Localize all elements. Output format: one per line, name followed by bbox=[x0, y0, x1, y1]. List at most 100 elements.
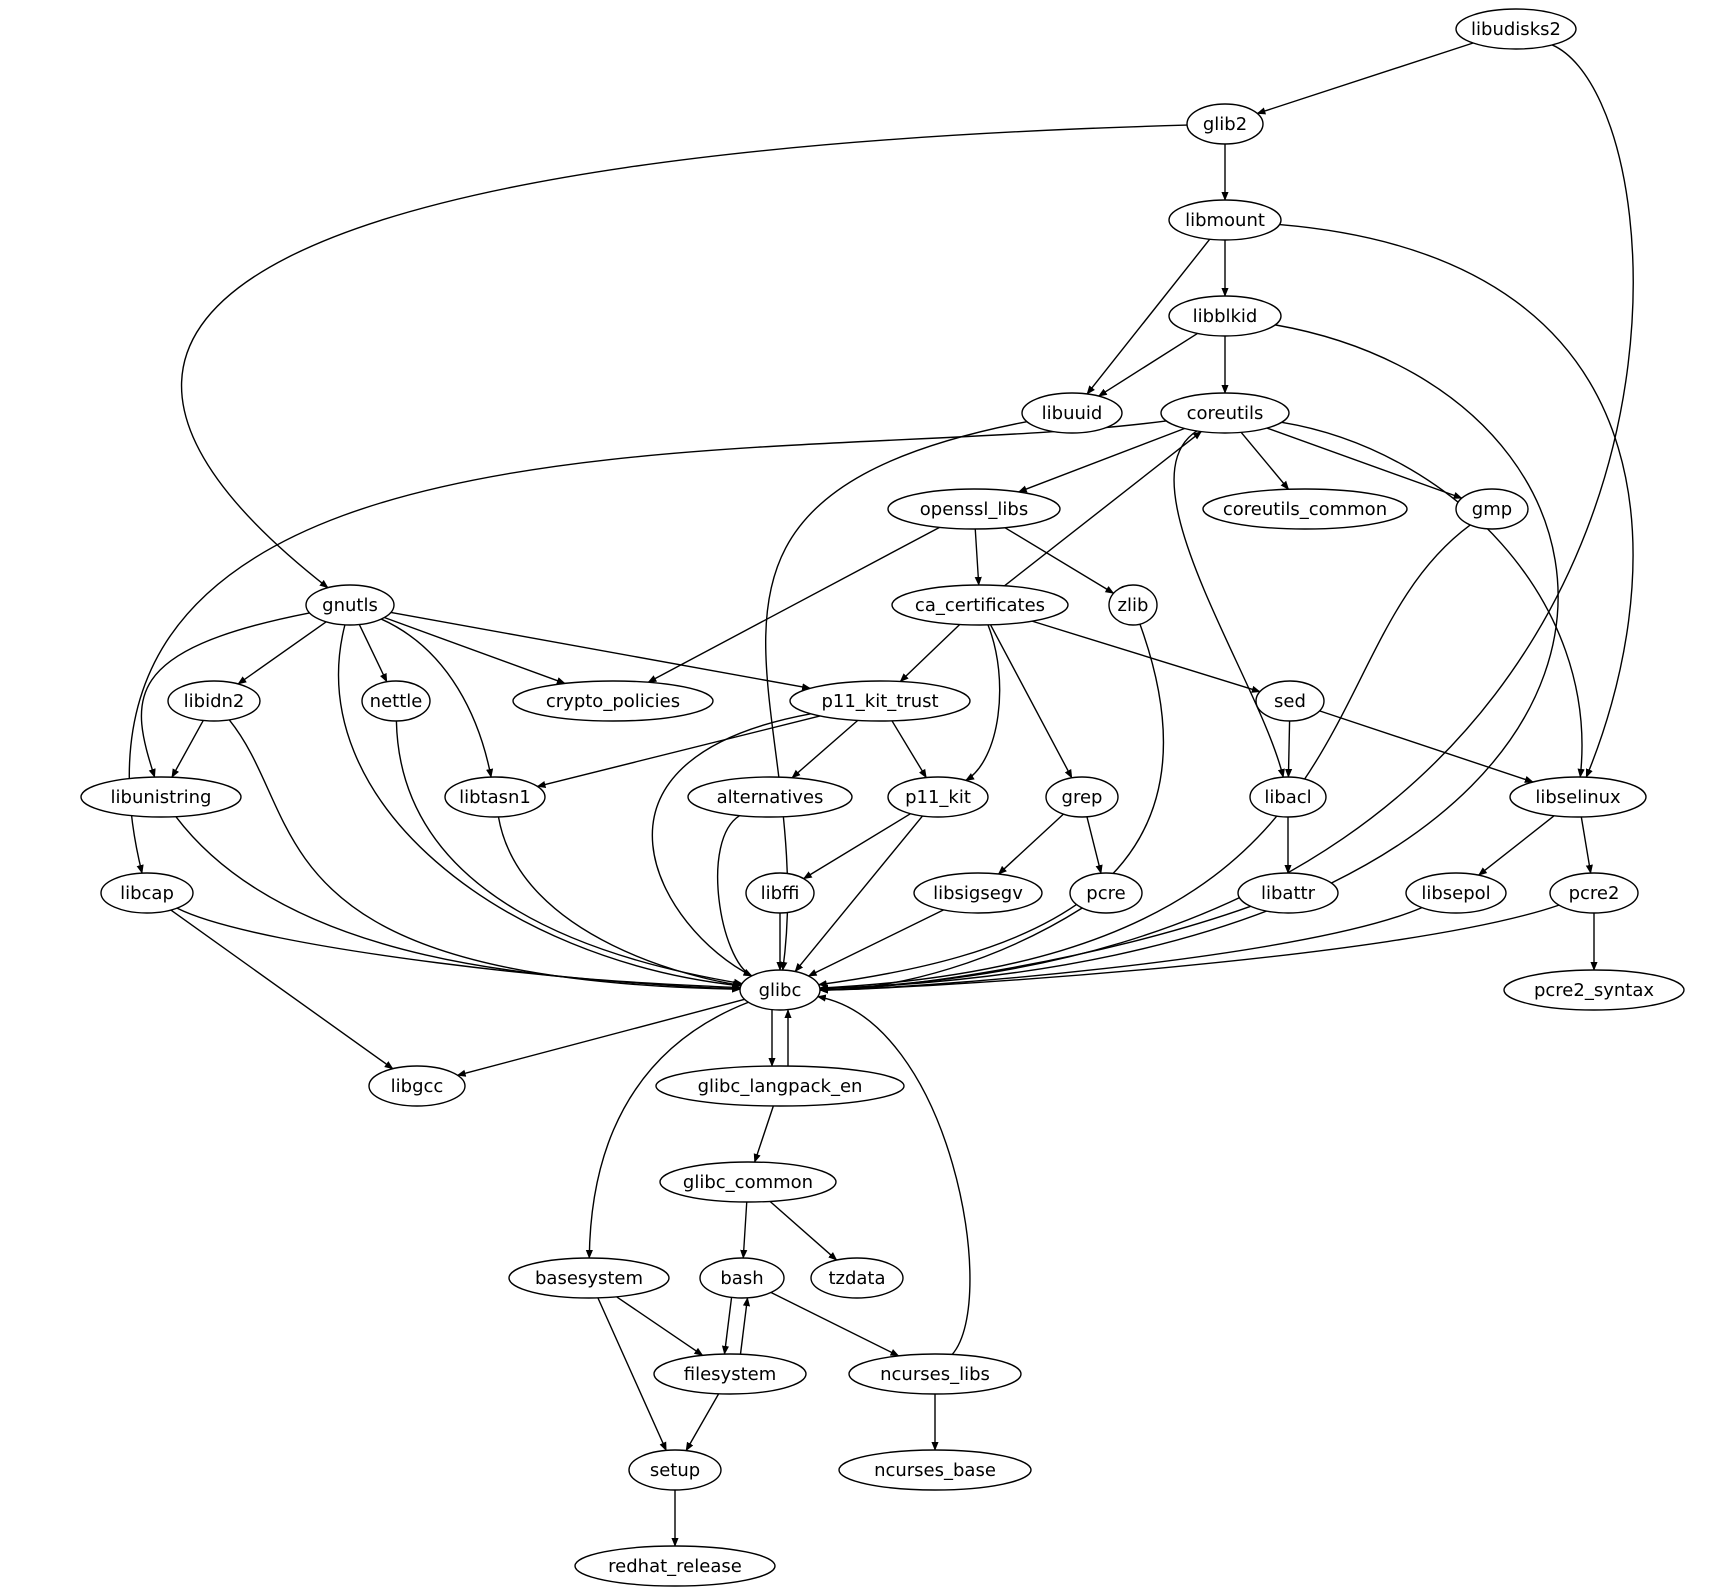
edge-p11_kit_trust-to-alternatives bbox=[791, 719, 859, 779]
edge-libidn2-to-glibc bbox=[228, 719, 741, 993]
edge-openssl_libs-to-crypto_policies bbox=[647, 526, 940, 683]
edge-line bbox=[536, 715, 821, 788]
edge-line bbox=[585, 1001, 749, 1259]
node-label: libmount bbox=[1185, 210, 1265, 231]
edge-gnutls-to-nettle bbox=[358, 624, 388, 683]
edge-glibc_common-to-tzdata bbox=[769, 1200, 838, 1261]
edge-line bbox=[974, 528, 982, 586]
edge-glibc_common-to-bash bbox=[740, 1201, 748, 1259]
edge-gnutls-to-libunistring bbox=[140, 612, 310, 778]
edge-grep-to-libsigsegv bbox=[997, 813, 1064, 875]
node-shape bbox=[1255, 680, 1325, 722]
edge-libmount-to-libuuid bbox=[1086, 238, 1211, 395]
edge-pcre2-to-glibc bbox=[819, 904, 1560, 994]
node-alternatives: alternatives bbox=[687, 776, 853, 818]
node-label: p11_kit bbox=[905, 787, 971, 808]
edge-p11_kit-to-glibc bbox=[794, 815, 923, 973]
edge-openssl_libs-to-zlib bbox=[1004, 527, 1115, 594]
edge-filesystem-to-bash bbox=[739, 1297, 751, 1355]
edge-line bbox=[175, 816, 742, 991]
node-libattr: libattr bbox=[1237, 872, 1339, 914]
node-libsepol: libsepol bbox=[1405, 872, 1507, 914]
edge-sed-to-libselinux bbox=[1319, 710, 1534, 783]
edge-ca_certificates-to-p11_kit bbox=[965, 624, 1001, 781]
node-shape bbox=[891, 584, 1069, 626]
node-glib2: glib2 bbox=[1186, 103, 1264, 145]
edge-line bbox=[753, 1105, 775, 1163]
node-shape bbox=[305, 584, 395, 626]
node-pcre: pcre bbox=[1069, 872, 1143, 914]
node-label: ca_certificates bbox=[915, 595, 1045, 616]
node-label: pcre2_syntax bbox=[1534, 980, 1654, 1001]
edge-gnutls-to-libidn2 bbox=[237, 621, 327, 685]
edge-line bbox=[128, 420, 1167, 874]
edge-ca_certificates-to-sed bbox=[1031, 620, 1261, 693]
edge-line bbox=[497, 816, 743, 988]
edge-gnutls-to-glibc bbox=[338, 624, 742, 989]
edge-line bbox=[384, 616, 566, 685]
edge-line bbox=[176, 907, 741, 993]
edge-libselinux-to-pcre2 bbox=[1580, 816, 1593, 874]
edge-libattr-to-glibc bbox=[819, 905, 1251, 994]
node-label: libuuid bbox=[1042, 403, 1103, 424]
edge-line bbox=[891, 720, 927, 779]
node-shape bbox=[167, 680, 261, 722]
edge-line bbox=[989, 624, 1073, 779]
edge-line bbox=[740, 1201, 748, 1259]
edge-line bbox=[1086, 238, 1211, 395]
edge-coreutils-to-libselinux bbox=[1281, 421, 1585, 778]
edge-libsigsegv-to-glibc bbox=[807, 909, 944, 977]
node-coreutils: coreutils bbox=[1160, 392, 1290, 434]
node-label: grep bbox=[1062, 787, 1103, 808]
edge-libidn2-to-libunistring bbox=[171, 720, 204, 778]
edge-line bbox=[228, 719, 741, 993]
node-label: nettle bbox=[370, 691, 423, 712]
node-shape bbox=[1509, 776, 1647, 818]
node-label: alternatives bbox=[717, 787, 824, 808]
node-basesystem: basesystem bbox=[508, 1257, 670, 1299]
node-p11-kit: p11_kit bbox=[887, 776, 989, 818]
node-shape bbox=[508, 1257, 670, 1299]
edge-line bbox=[802, 813, 911, 880]
node-shape bbox=[1549, 872, 1639, 914]
node-label: filesystem bbox=[684, 1364, 777, 1385]
node-coreutils-common: coreutils_common bbox=[1202, 488, 1408, 530]
node-tzdata: tzdata bbox=[810, 1257, 904, 1299]
edge-glib2-to-gnutls bbox=[180, 124, 1188, 589]
edge-glibc-to-basesystem bbox=[585, 1001, 749, 1259]
edge-libblkid-to-glibc bbox=[819, 324, 1559, 993]
edge-line bbox=[140, 612, 310, 778]
node-label: pcre2 bbox=[1569, 883, 1620, 904]
node-shape bbox=[739, 969, 821, 1011]
node-shape bbox=[512, 680, 714, 722]
edge-libselinux-to-libsepol bbox=[1477, 815, 1555, 876]
node-shape bbox=[1455, 488, 1529, 530]
node-shape bbox=[361, 680, 431, 722]
node-label: openssl_libs bbox=[920, 499, 1028, 520]
edge-line bbox=[965, 624, 1001, 781]
node-label: libunistring bbox=[111, 787, 212, 808]
edge-line bbox=[685, 1393, 720, 1452]
edge-libcap-to-libgcc bbox=[170, 909, 394, 1070]
node-shape bbox=[887, 488, 1061, 530]
edge-line bbox=[338, 624, 742, 989]
node-libsigsegv: libsigsegv bbox=[913, 872, 1043, 914]
edge-ncurses_libs-to-glibc bbox=[816, 994, 971, 1355]
edge-coreutils-to-libcap bbox=[128, 420, 1167, 874]
node-glibc-langpack-en: glibc_langpack_en bbox=[655, 1065, 905, 1107]
node-label: libselinux bbox=[1535, 787, 1621, 808]
node-shape bbox=[1249, 776, 1327, 818]
node-shape bbox=[810, 1257, 904, 1299]
node-shape bbox=[1202, 488, 1408, 530]
edge-line bbox=[769, 1200, 838, 1261]
node-libtasn1: libtasn1 bbox=[444, 776, 546, 818]
edge-libudisks2-to-glib2 bbox=[1256, 42, 1474, 115]
node-label: gmp bbox=[1472, 499, 1512, 520]
node-libffi: libffi bbox=[745, 872, 815, 914]
edge-gnutls-to-crypto_policies bbox=[384, 616, 566, 685]
node-shape bbox=[745, 872, 815, 914]
node-shape bbox=[574, 1545, 776, 1587]
node-glibc-common: glibc_common bbox=[659, 1161, 837, 1203]
edge-line bbox=[816, 994, 971, 1355]
